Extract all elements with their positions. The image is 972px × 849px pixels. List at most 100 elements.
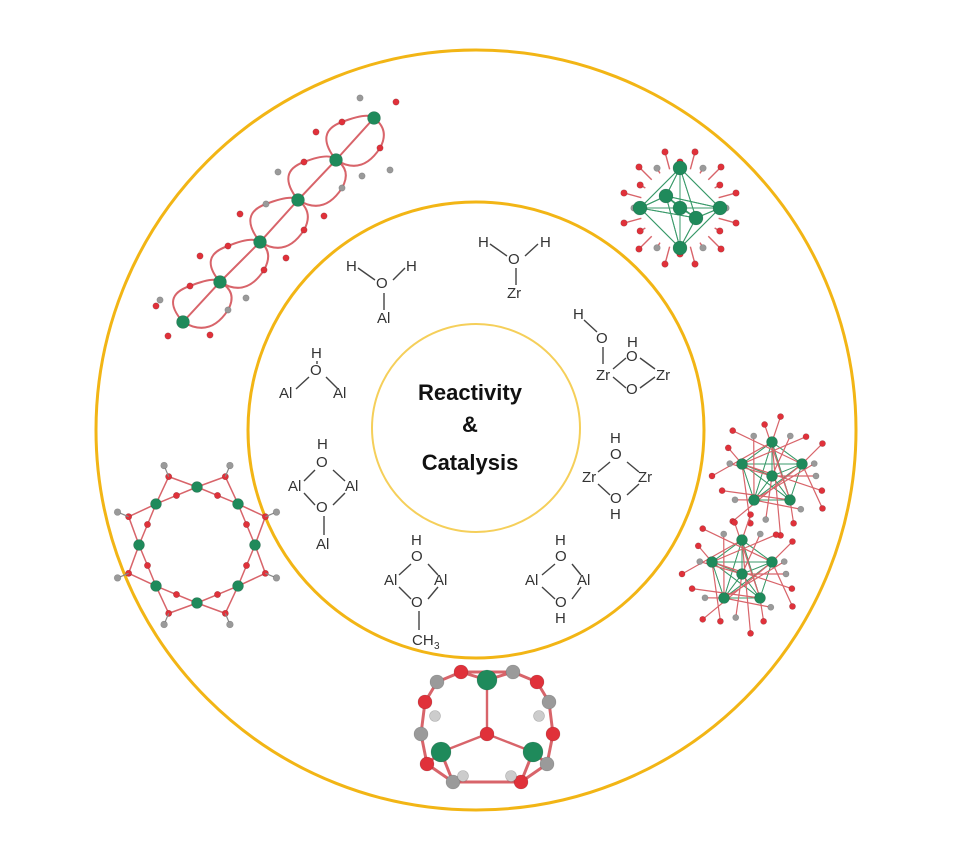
oxygen-atom [392,98,400,106]
metal-bond [711,539,743,563]
oxygen-atom [243,562,251,570]
oxygen-atom [802,433,810,441]
oxygen-atom [143,562,151,570]
svg-text:Zr: Zr [507,285,521,302]
oxygen-atom [312,128,320,136]
oxygen-atom [724,444,732,452]
carbon-atom [756,530,764,538]
metal-bond [771,441,803,465]
oxygen-atom [760,617,768,625]
metal-atom [672,160,688,176]
oxygen-atom [206,331,214,339]
carbon-atom [226,461,234,470]
motif-al-methoxy: H O Al Al O CH 3 [384,532,447,652]
oxo-bond [801,463,824,509]
svg-text:CH: CH [412,632,434,649]
oxygen-atom [818,487,826,495]
carbon-atom [696,558,704,566]
metal-atom [133,539,145,551]
svg-text:O: O [316,454,328,471]
oxo-bond [711,534,777,563]
cluster-double-cage [678,413,826,637]
oxygen-atom [224,242,232,250]
oxygen-atom [699,525,707,533]
carbon-atom [750,432,758,440]
svg-text:Al: Al [345,478,358,495]
oxygen-atom [732,189,740,197]
metal-atom [430,741,452,763]
carbon-atom [762,516,770,523]
oxygen-atom [699,615,707,623]
metal-atom [718,592,730,604]
oxygen-atom [376,144,384,152]
carbon-atom [262,200,270,208]
oxygen-atom [716,181,724,189]
oxo-bond [753,463,815,501]
oxygen-atom [747,511,754,519]
metal-atom [329,153,343,167]
svg-text:O: O [596,330,608,347]
svg-text:H: H [627,334,638,351]
carbon-atom [338,184,346,192]
oxygen-atom [143,520,151,528]
oxygen-atom [236,210,244,218]
carbon-atom [505,770,517,782]
oxo-bond [735,573,743,618]
center-title-line2: & [462,412,478,437]
motif-zr-hydroxyl-bridge: H O H O Zr Zr O [573,306,670,398]
oxygen-atom [419,756,435,772]
carbon-atom [358,172,366,180]
metal-bond [741,539,773,563]
carbon-atom [386,166,394,174]
middle-ring [246,200,706,660]
oxo-bond [699,561,743,575]
oxygen-atom [717,245,725,253]
svg-text:H: H [311,345,322,362]
metal-atom [232,580,244,592]
metal-atom [766,470,778,482]
metal-atom [522,741,544,763]
oxygen-atom [620,189,628,197]
cluster-ring [113,461,281,629]
svg-text:H: H [317,436,328,453]
svg-text:Al: Al [333,385,346,402]
svg-text:O: O [411,548,423,565]
oxygen-atom [789,603,796,610]
carbon-atom [780,558,788,566]
carbon-atom [726,460,734,468]
svg-text:Zr: Zr [596,367,610,384]
carbon-atom [786,432,794,440]
carbon-atom [533,710,545,722]
svg-text:Zr: Zr [582,469,596,486]
carbon-atom [226,620,234,629]
svg-text:H: H [573,306,584,323]
metal-atom [291,193,305,207]
metal-atom [191,597,203,609]
oxygen-atom [260,266,268,274]
svg-text:O: O [626,348,638,365]
oxygen-atom [819,440,826,447]
oxo-bond [741,539,752,634]
motif-al-bridging-hydroxyl: H O Al Al [279,345,346,402]
carbon-atom [356,94,364,102]
svg-text:H: H [555,532,566,549]
metal-bond [741,463,755,501]
oxygen-atom [718,487,726,495]
oxygen-atom [761,421,768,428]
motif-al-dimer-hydroxyl: H O Al Al O H [525,532,590,627]
oxo-bond [771,561,794,607]
carbon-atom [720,530,728,538]
oxygen-atom [678,570,686,578]
carbon-atom [653,244,661,252]
oxygen-atom [716,227,724,235]
metal-atom [232,498,244,510]
oxygen-atom [261,513,269,521]
carbon-atom [224,306,232,314]
oxo-bond [732,430,803,465]
metal-atom [766,436,778,448]
carbon-atom [797,505,805,513]
carbon-atom [272,574,281,582]
oxo-bond [741,436,807,465]
metal-bond [639,207,681,249]
